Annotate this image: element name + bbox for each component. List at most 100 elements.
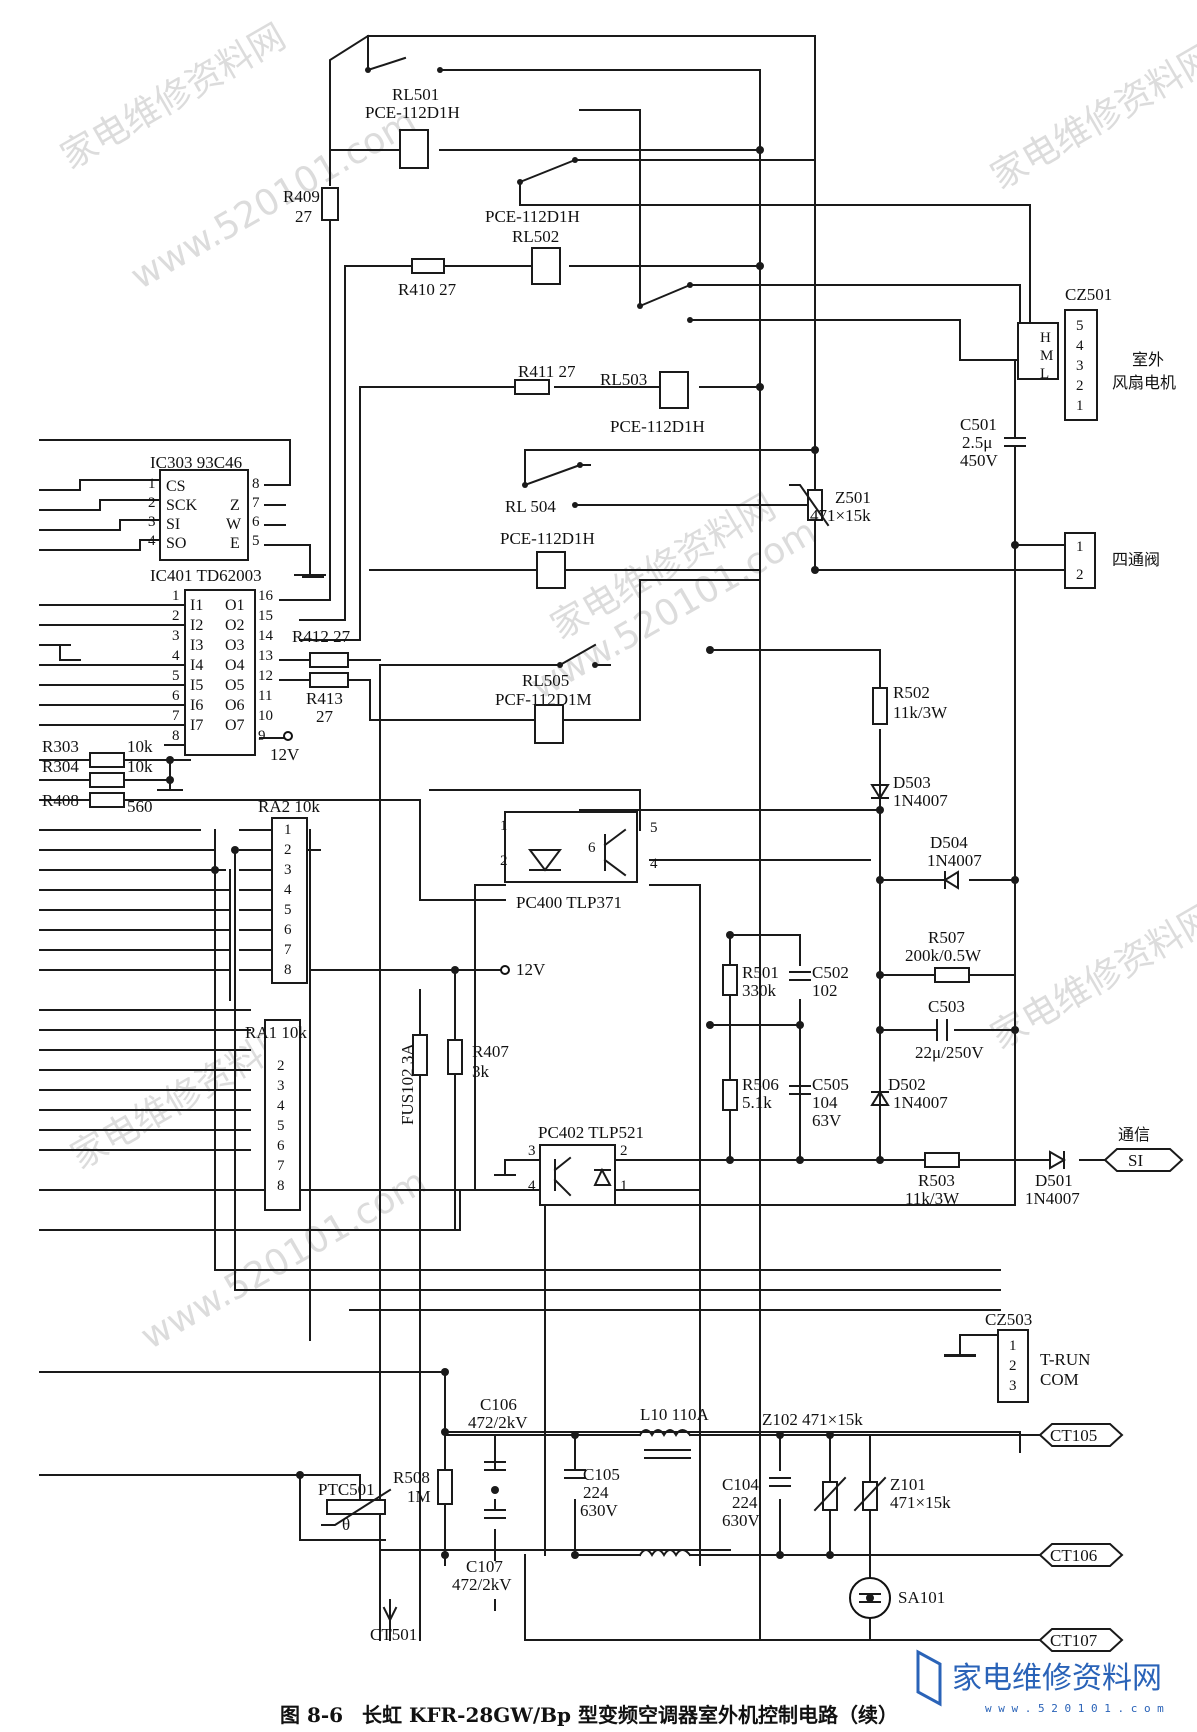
r502-val: 11k/3W: [893, 703, 948, 722]
valve-pin: 2: [1076, 567, 1084, 583]
d502-ref: D502: [888, 1075, 926, 1094]
opto-pc402: PC402 TLP521 3 4 2 1: [528, 1123, 644, 1206]
c502-ref: C502: [812, 963, 849, 982]
voltage-12v-a: 12V: [270, 731, 300, 764]
signal-si: 通信 SI: [1103, 1125, 1184, 1172]
pc400-pin: 5: [650, 820, 658, 836]
caption-text: 长虹 KFR-28GW/Bp 型变频空调器室外机控制电路（续）: [362, 1703, 898, 1727]
ic401-inputs: I1 I2 I3 I4 I5 I6 I7: [190, 597, 203, 734]
d503-ref: D503: [893, 773, 931, 792]
r303-ref: R303: [42, 737, 79, 756]
relay-rl501: RL501 PCE-112D1H: [365, 67, 460, 169]
ic303-pin-num: 4: [148, 533, 156, 549]
pin-num: 8: [172, 728, 180, 744]
valve-pin: 1: [1076, 539, 1084, 555]
pin-num: 4: [172, 648, 180, 664]
connector-four-way-valve: 1 2 四通阀: [1064, 532, 1160, 589]
pin-num: 1: [172, 588, 180, 604]
r409-ref: R409: [283, 187, 320, 206]
pin-num: 14: [258, 628, 274, 644]
d503-val: 1N4007: [893, 791, 948, 810]
rl505-model: PCF-112D1M: [495, 690, 592, 709]
ic401-pin-in: I5: [190, 677, 203, 694]
c107-val: 472/2kV: [452, 1575, 512, 1594]
ic303-pin-so: SO: [166, 535, 186, 552]
r413-val: 27: [316, 707, 334, 726]
c505-volt: 63V: [812, 1111, 842, 1130]
cz503-ref: CZ503: [985, 1310, 1032, 1329]
ra1-pin: 2: [277, 1058, 285, 1074]
pc400-pin: 1: [500, 818, 508, 834]
resistor-r407: R407 3k: [447, 1039, 509, 1081]
capacitor-c503: C503 22μ/250V: [915, 997, 984, 1062]
c104-ref: C104: [722, 1475, 759, 1494]
cz501-tap: M: [1040, 348, 1053, 364]
pin-num: 5: [172, 668, 180, 684]
ic401-pin-in: I7: [190, 717, 203, 734]
array-ra2: RA2 10k 1 2 3 4 5 6 7 8: [258, 797, 320, 984]
valve-label: 四通阀: [1112, 550, 1160, 569]
site-logo: 家电维修资料网 w w w . 5 2 0 1 0 1 . c o m: [916, 1649, 1164, 1715]
c505-ref: C505: [812, 1075, 849, 1094]
r409-val: 27: [295, 207, 313, 226]
ic303-pin-num: 7: [252, 495, 260, 511]
ic303-pin-num: 5: [252, 533, 260, 549]
thermistor-ptc501: PTC501 θ: [318, 1480, 392, 1534]
r411-label: R411 27: [518, 362, 576, 381]
cz503-pin: 2: [1009, 1358, 1017, 1374]
ra2-pin: 5: [284, 902, 292, 918]
ic401-pin-out: O1: [225, 597, 245, 614]
ra2-pin: 1: [284, 822, 292, 838]
resistor-r503: R503 11k/3W: [905, 1152, 960, 1208]
z501-val: 471×15k: [810, 506, 871, 525]
pin-num: 6: [172, 688, 180, 704]
si-label-comm: 通信: [1118, 1125, 1150, 1144]
rl503-ref: RL503: [600, 370, 647, 389]
ic303-pin-num: 1: [148, 476, 156, 492]
resistor-r411: R411 27: [514, 362, 576, 395]
terminal-ct106: CT106: [1038, 1543, 1124, 1567]
l10-label: L10 110A: [640, 1405, 710, 1424]
ic303-pin-si: SI: [166, 516, 180, 533]
z101-ref: Z101: [890, 1475, 926, 1494]
pc400-label: PC400 TLP371: [516, 893, 622, 912]
r408-val: 560: [127, 797, 153, 816]
ra1-pin: 5: [277, 1118, 285, 1134]
r503-ref: R503: [918, 1171, 955, 1190]
ic303-pin-e: E: [230, 535, 240, 552]
r410-label: R410 27: [398, 280, 457, 299]
logo-name: 家电维修资料网: [952, 1661, 1162, 1696]
ra2-pin: 3: [284, 862, 292, 878]
resistor-r508: R508 1M: [393, 1468, 453, 1506]
cz501-label-fan-motor: 风扇电机: [1112, 373, 1176, 392]
cz503-label-trun: T-RUN: [1040, 1350, 1090, 1369]
v12a-label: 12V: [270, 745, 300, 764]
ct106-label: CT106: [1050, 1546, 1097, 1565]
voltage-12v-b: 12V: [500, 960, 546, 979]
c105-ref: C105: [583, 1465, 620, 1484]
cz501-tap: L: [1040, 366, 1049, 382]
ra2-label: RA2 10k: [258, 797, 320, 816]
c503-val: 22μ/250V: [915, 1043, 984, 1062]
ic401-pin-out: O7: [225, 717, 245, 734]
capacitor-c104: C104 224 630V: [722, 1475, 791, 1530]
resistor-r412: R412 27: [292, 627, 351, 668]
ra2-pin: 6: [284, 922, 292, 938]
ic401-pin-out: O6: [225, 697, 245, 714]
fuse-fus102: FUS102 3A: [398, 1034, 428, 1125]
ic-ic303: IC303 93C46 CS SCK SI SO Z W E 1 2 3 4 8…: [148, 453, 260, 561]
watermark-name: 家电维修资料网: [984, 36, 1197, 198]
ic401-pin-in: I4: [190, 657, 203, 674]
ground-symbols: [59, 576, 976, 1357]
ic401-label: IC401 TD62003: [150, 566, 262, 585]
capacitor-c501: C501 2.5μ 450V: [960, 415, 1026, 470]
d504-val: 1N4007: [927, 851, 982, 870]
c104-val: 224: [732, 1493, 758, 1512]
rl501-ref: RL501: [392, 85, 439, 104]
opto-pc400: PC400 TLP371 1 2 6 5 4: [500, 811, 658, 912]
ra1-pin: 7: [277, 1158, 285, 1174]
c107-ref: C107: [466, 1557, 503, 1576]
sa101-label: SA101: [898, 1588, 945, 1607]
surge-arrester-sa101: SA101: [849, 1577, 945, 1619]
